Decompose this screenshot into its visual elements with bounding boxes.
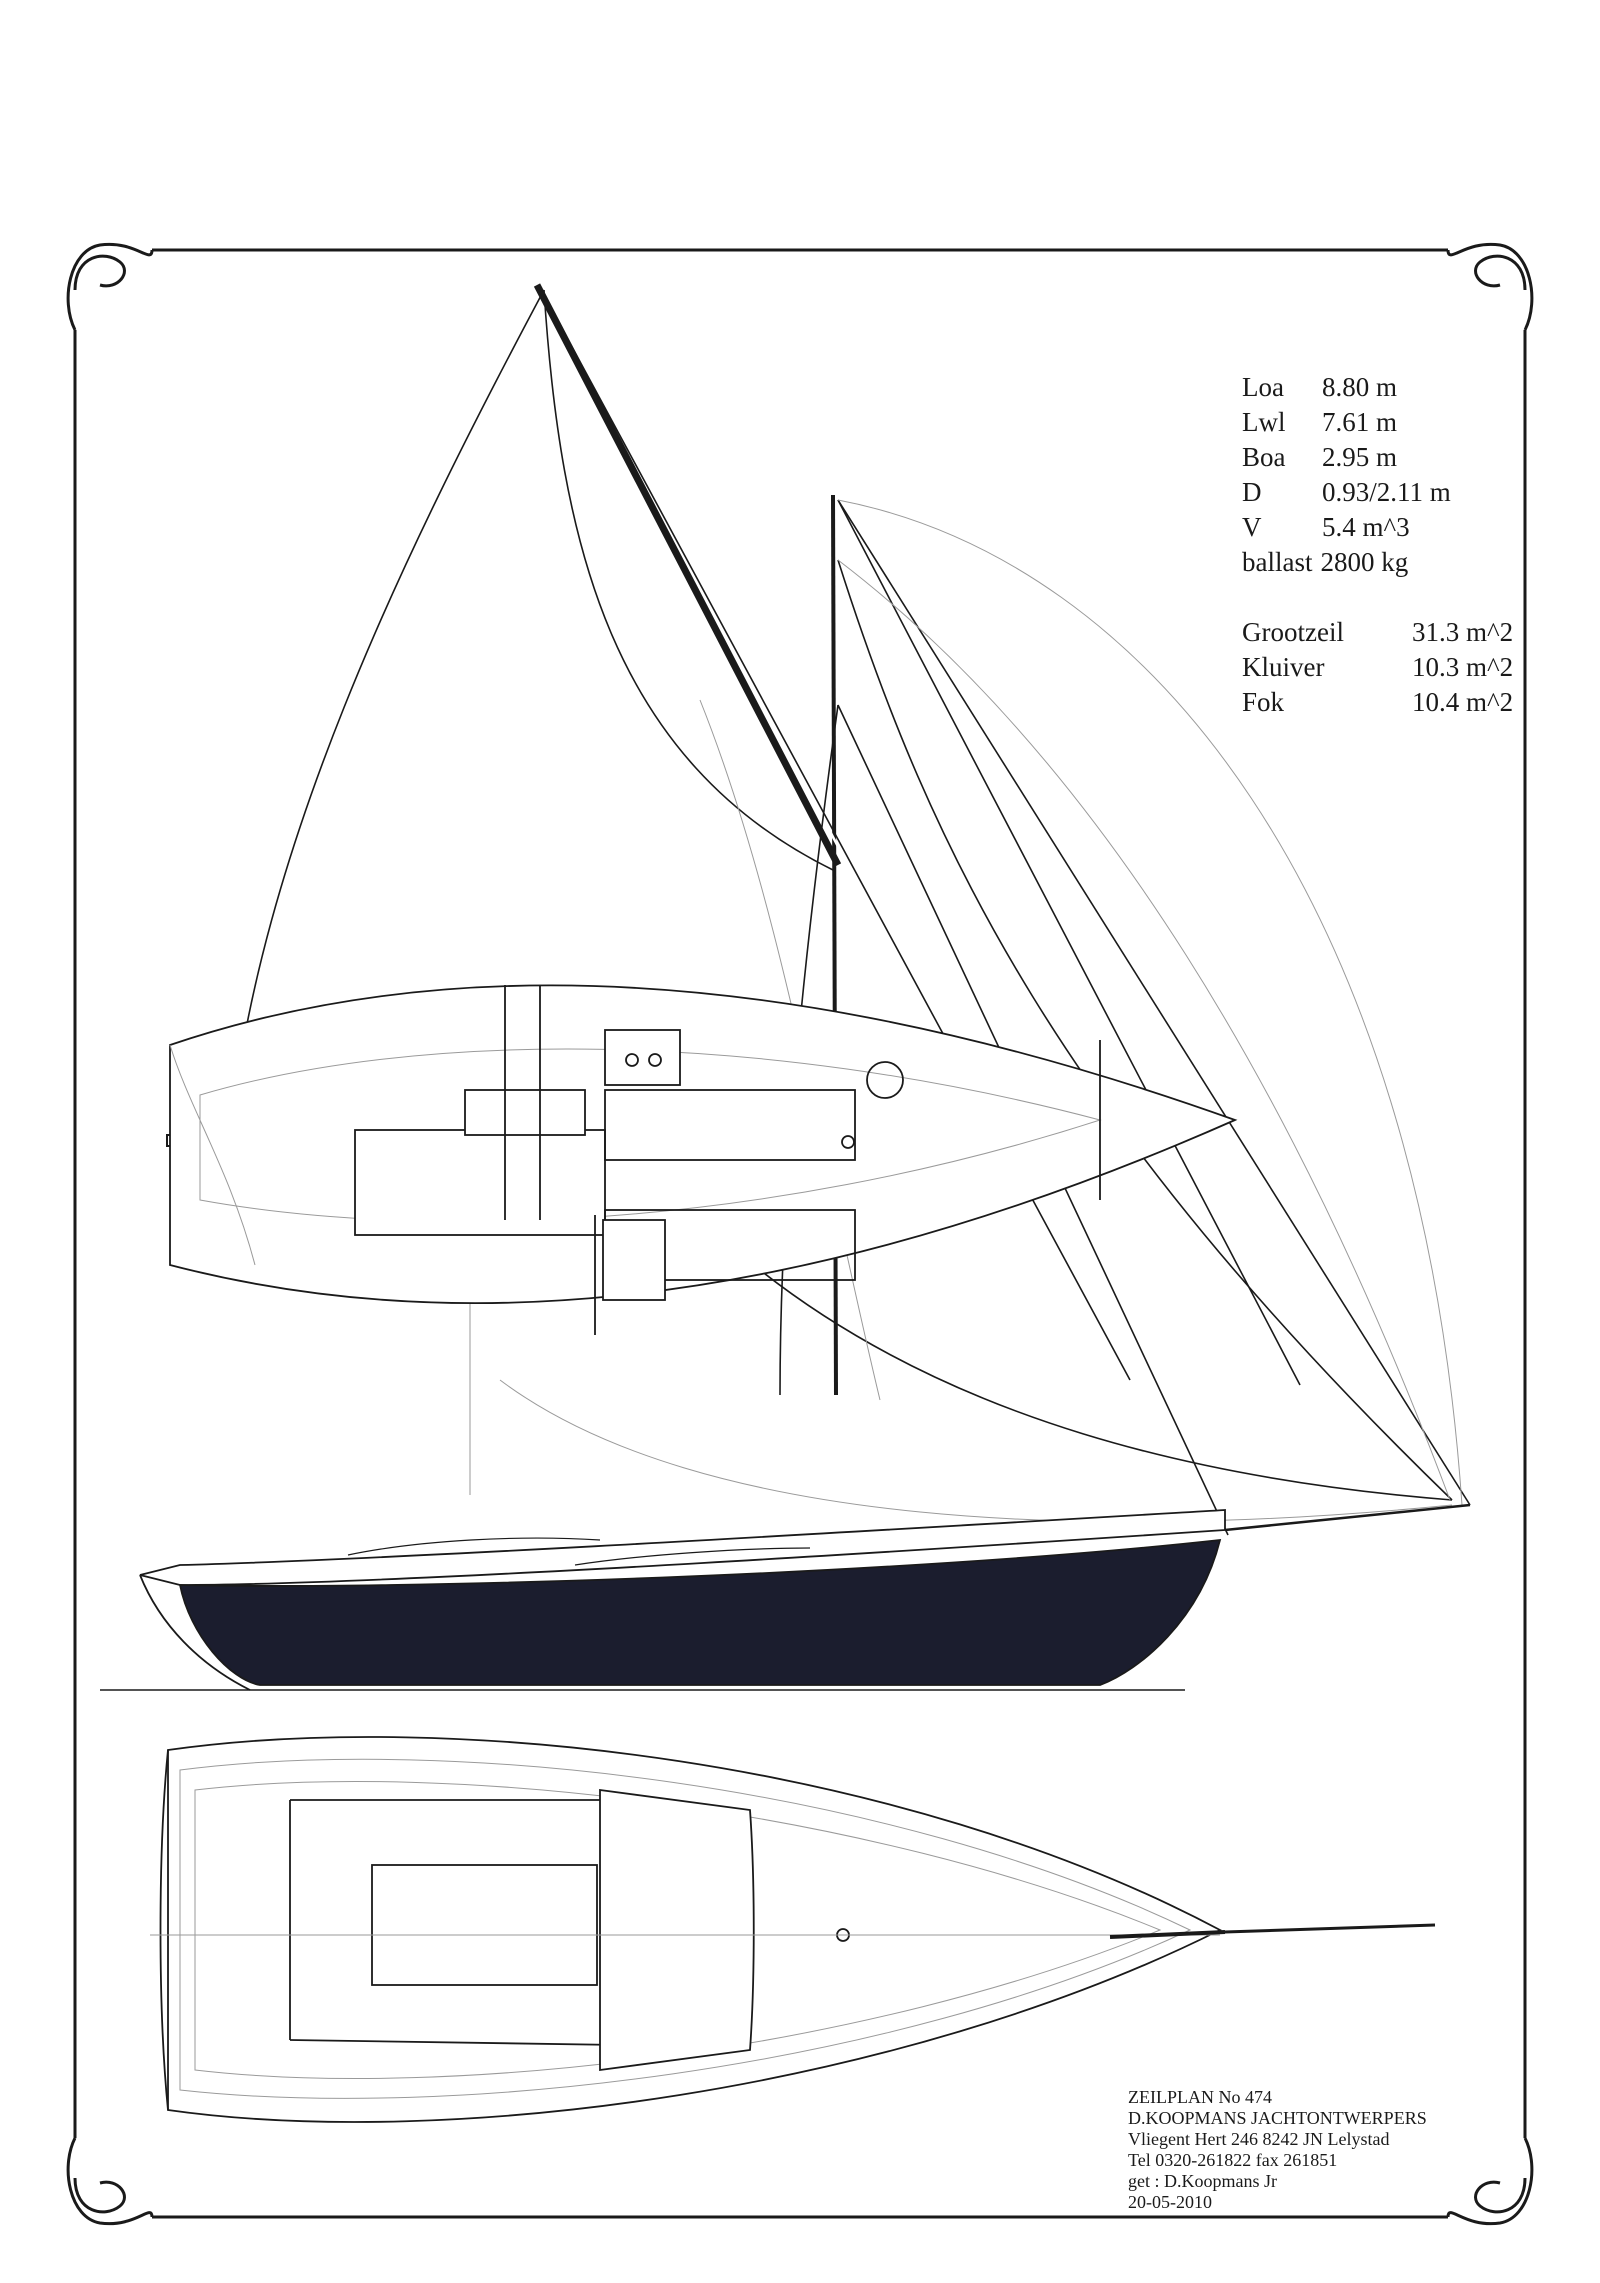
spec-label: V — [1242, 512, 1262, 542]
sail-kluiver: Kluiver 10.3 m^2 — [1242, 650, 1542, 685]
spec-lwl: Lwl 7.61 m — [1242, 405, 1542, 440]
sail-label: Kluiver — [1242, 652, 1325, 682]
hull-profile — [139, 1503, 1471, 1691]
drawing-date: 20-05-2010 — [1128, 2192, 1212, 2212]
spec-volume: V 5.4 m^3 — [1242, 510, 1542, 545]
firm-name: D.KOOPMANS JACHTONTWERPERS — [1128, 2108, 1427, 2128]
sail-fok: Fok 10.4 m^2 — [1242, 685, 1542, 720]
border-frame — [66, 242, 1534, 2226]
spec-value: 7.61 m — [1322, 407, 1398, 437]
sail-value: 31.3 m^2 — [1412, 617, 1514, 647]
spec-value: 8.80 m — [1322, 372, 1398, 402]
construction-lines — [469, 499, 1463, 1523]
corner-ornament-top-right — [1446, 242, 1534, 331]
firm-phone: Tel 0320-261822 fax 261851 — [1128, 2150, 1338, 2170]
sail-value: 10.3 m^2 — [1412, 652, 1514, 682]
title-block: ZEILPLAN No 474 D.KOOPMANS JACHTONTWERPE… — [1128, 2087, 1528, 2213]
spec-value: 0.93/2.11 m — [1322, 477, 1451, 507]
spec-label: D — [1242, 477, 1262, 507]
spec-boa: Boa 2.95 m — [1242, 440, 1542, 475]
interior-plan — [169, 984, 1238, 1335]
corner-ornament-bottom-right — [1446, 2137, 1534, 2226]
firm-address: Vliegent Hert 246 8242 JN Lelystad — [1128, 2129, 1390, 2149]
deck-plan — [150, 1736, 1436, 2123]
corner-ornament-top-left — [66, 242, 154, 331]
sail-grootzeil: Grootzeil 31.3 m^2 — [1242, 615, 1542, 650]
sail-value: 10.4 m^2 — [1412, 687, 1514, 717]
sail-label: Fok — [1242, 687, 1285, 717]
sail-label: Grootzeil — [1242, 617, 1344, 647]
spec-draft: D 0.93/2.11 m — [1242, 475, 1542, 510]
spec-label: ballast — [1242, 547, 1313, 577]
plan-number: ZEILPLAN No 474 — [1128, 2087, 1272, 2107]
spec-label: Loa — [1242, 372, 1284, 402]
spec-value: 5.4 m^3 — [1322, 512, 1410, 542]
spec-loa: Loa 8.80 m — [1242, 370, 1542, 405]
spec-value: 2800 kg — [1320, 547, 1409, 577]
spec-value: 2.95 m — [1322, 442, 1398, 472]
drawn-by: get : D.Koopmans Jr — [1128, 2171, 1277, 2191]
corner-ornament-bottom-left — [66, 2137, 154, 2226]
spec-label: Lwl — [1242, 407, 1286, 437]
spec-label: Boa — [1242, 442, 1286, 472]
specifications-table: Loa 8.80 m Lwl 7.61 m Boa 2.95 m D 0.93/2.11… — [1242, 370, 1542, 720]
